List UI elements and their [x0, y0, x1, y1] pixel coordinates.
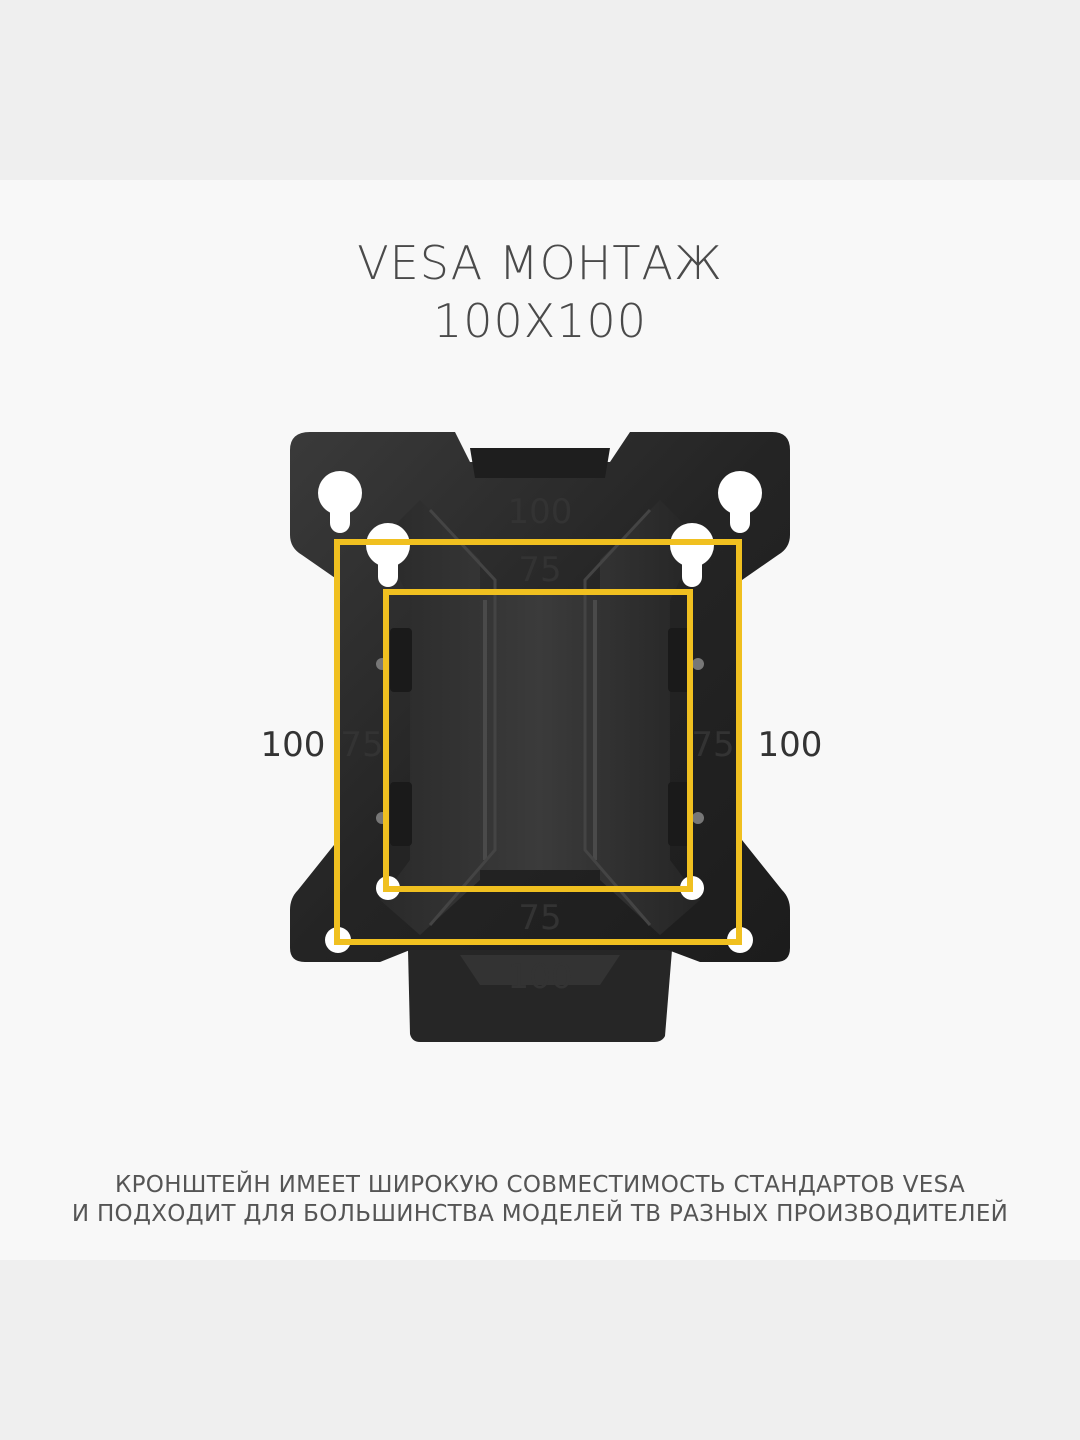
page-title-line1: VESA МОНТАЖ: [357, 236, 723, 290]
dim-label-inner-right: 75: [691, 725, 734, 765]
dim-label-outer-left: 100: [261, 725, 326, 765]
dim-label-outer-right: 100: [758, 725, 823, 765]
keyhole-slot-top-left: [318, 471, 362, 533]
caption-line1: КРОНШТЕЙН ИМЕЕТ ШИРОКУЮ СОВМЕСТИМОСТЬ СТ…: [115, 1172, 965, 1198]
dim-label-inner-top: 75: [518, 550, 561, 590]
dim-label-outer-top: 100: [508, 492, 573, 532]
dim-label-outer-bottom: 100: [508, 957, 573, 997]
screw-right-top: [692, 658, 704, 670]
vesa-75-frame: [383, 589, 693, 892]
hinge-tab-right-top: [668, 628, 690, 692]
dim-label-inner-left: 75: [340, 725, 383, 765]
bracket-top-notch: [470, 448, 610, 478]
hinge-tab-left-bottom: [390, 782, 412, 846]
bracket-bottom-block-face: [460, 955, 620, 985]
hinge-tab-left-top: [390, 628, 412, 692]
keyhole-slot-top-right: [718, 471, 762, 533]
screw-right-bottom: [692, 812, 704, 824]
bottom-band: [0, 1260, 1080, 1440]
top-band: [0, 0, 1080, 180]
vesa-100-frame: [334, 539, 742, 945]
bracket-center-channel: [380, 500, 700, 935]
hinge-tab-right-bottom: [668, 782, 690, 846]
page-title-line2: 100Х100: [432, 294, 648, 348]
caption-line2: И ПОДХОДИТ ДЛЯ БОЛЬШИНСТВА МОДЕЛЕЙ ТВ РА…: [71, 1201, 1009, 1227]
dim-label-inner-bottom: 75: [518, 898, 561, 938]
